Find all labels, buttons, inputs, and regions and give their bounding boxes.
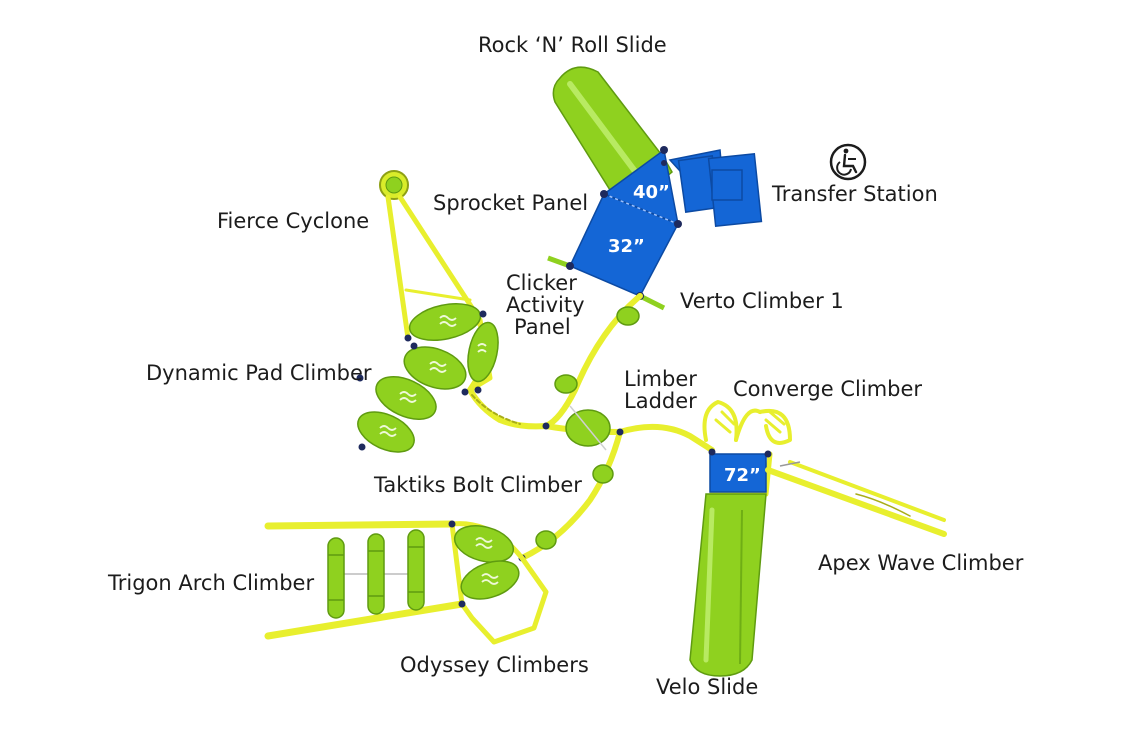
label-apex-wave-climber: Apex Wave Climber xyxy=(818,551,1024,575)
label-odyssey-climbers: Odyssey Climbers xyxy=(400,653,589,677)
label-velo-slide: Velo Slide xyxy=(656,675,758,699)
label-clicker-line2: Activity xyxy=(506,293,585,317)
apex-wave-climber xyxy=(765,460,947,537)
label-fierce-cyclone: Fierce Cyclone xyxy=(217,209,369,233)
deck-72-label: 72” xyxy=(724,465,761,486)
odyssey-climbers xyxy=(448,520,549,645)
label-sprocket-panel: Sprocket Panel xyxy=(433,191,588,215)
label-verto-climber: Verto Climber 1 xyxy=(680,289,844,313)
deck-40-label: 40” xyxy=(633,182,670,203)
label-dynamic-pad-climber: Dynamic Pad Climber xyxy=(146,361,372,385)
label-limber-line2: Ladder xyxy=(624,389,697,413)
trigon-arch-climber xyxy=(264,520,466,640)
wheelchair-accessible-icon xyxy=(829,143,867,181)
label-limber-line1: Limber xyxy=(624,367,697,391)
label-converge-climber: Converge Climber xyxy=(733,377,922,401)
label-clicker-line1: Clicker xyxy=(506,271,577,295)
velo-slide xyxy=(689,493,767,677)
label-rock-n-roll-slide: Rock ‘N’ Roll Slide xyxy=(478,33,667,57)
label-trigon-arch-climber: Trigon Arch Climber xyxy=(107,571,314,595)
deck-32-label: 32” xyxy=(608,236,645,257)
label-transfer-station: Transfer Station xyxy=(771,182,938,206)
converge-climber xyxy=(702,400,792,445)
label-taktiks-bolt-climber: Taktiks Bolt Climber xyxy=(373,473,582,497)
center-walkway xyxy=(518,293,715,562)
label-clicker-line3: Panel xyxy=(514,315,571,339)
main-deck-structure xyxy=(547,146,763,311)
dynamic-pad-climber xyxy=(356,303,549,453)
